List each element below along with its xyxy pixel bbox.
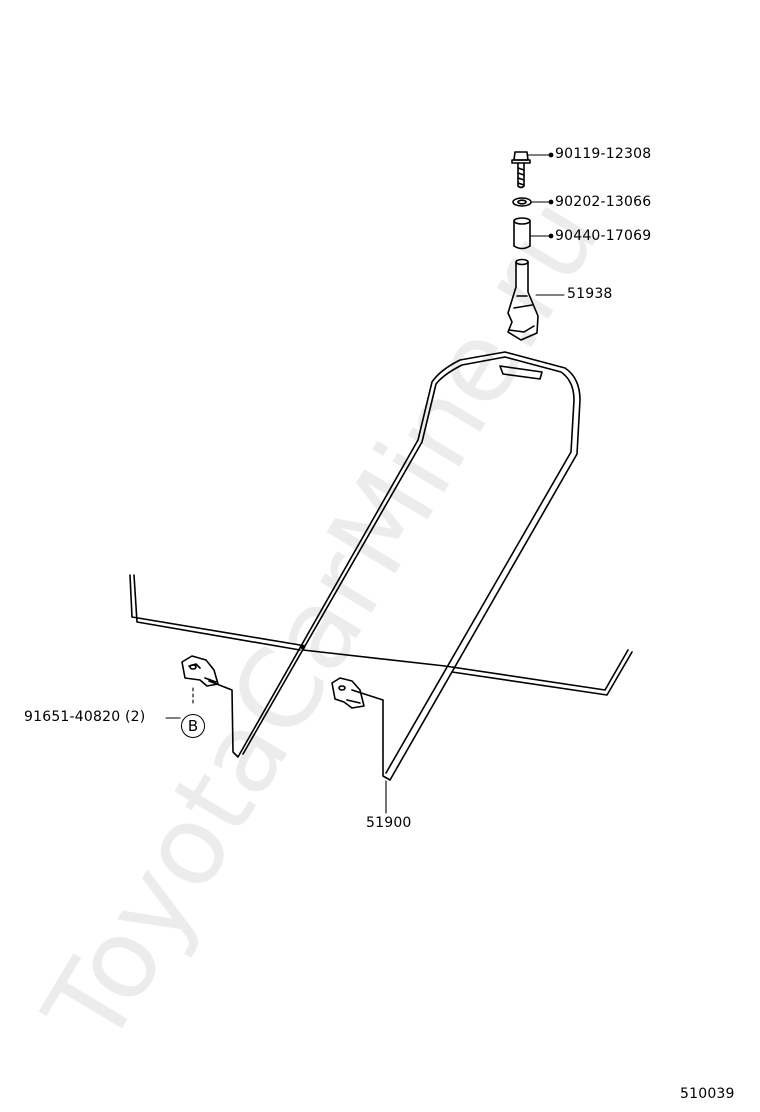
label-carrier: 51900 [366, 815, 412, 831]
clamp-right [331, 677, 365, 709]
label-collar: 90440-17069 [555, 228, 652, 244]
collar-part [513, 217, 531, 250]
clamp-left [181, 655, 219, 687]
label-clamp: 91651-40820 (2) [24, 709, 146, 725]
hanger-part [507, 258, 539, 341]
leader-lines [165, 154, 565, 814]
label-washer: 90202-13066 [555, 194, 652, 210]
ref-marker-b: B [181, 714, 205, 738]
carrier-frame [129, 351, 633, 781]
diagram-code: 510039 [680, 1086, 735, 1102]
label-bolt: 90119-12308 [555, 146, 652, 162]
washer-part [512, 197, 532, 207]
label-hanger: 51938 [567, 286, 613, 302]
bolt-part [511, 151, 531, 189]
